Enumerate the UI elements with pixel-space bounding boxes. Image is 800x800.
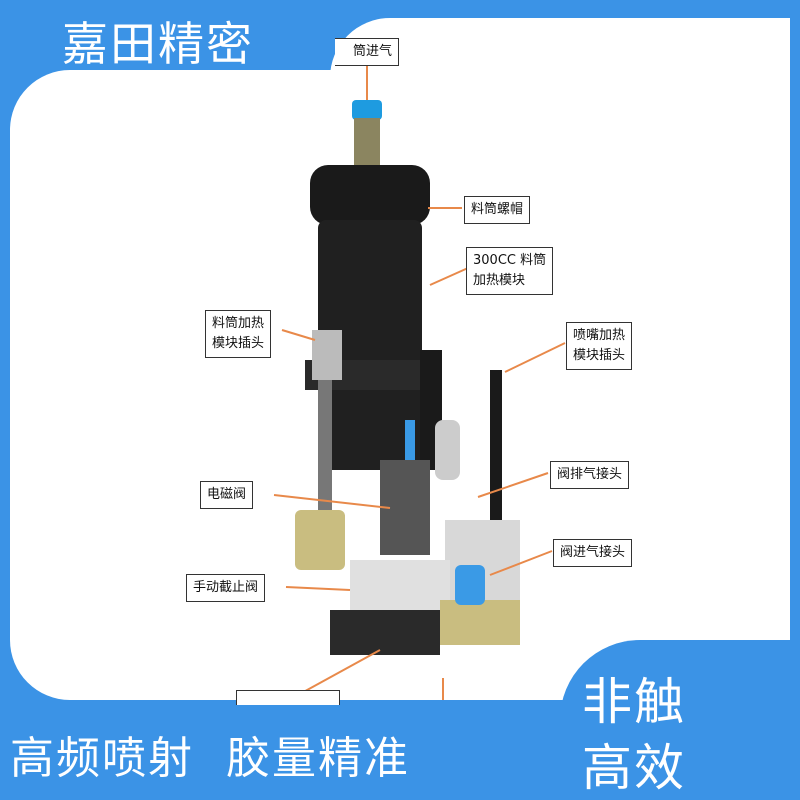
- air-fitting: [352, 100, 382, 120]
- label-cut-off: [236, 690, 340, 705]
- barrel: [318, 220, 422, 470]
- label-air-inlet: 筒进气: [335, 38, 400, 66]
- barrel-plug: [312, 330, 342, 380]
- brass-connector: [354, 118, 380, 168]
- heater-block: [295, 510, 345, 570]
- label-nozzle-plug: 喷嘴加热 模块插头: [566, 322, 633, 370]
- cable: [318, 380, 332, 510]
- slogan-left: 高频喷射 胶量精准: [10, 733, 410, 784]
- barrel-cap: [310, 165, 430, 225]
- label-cap: 料筒螺帽: [464, 196, 531, 224]
- label-manual-valve: 手动截止阀: [186, 574, 266, 602]
- label-barrel: 300CC 料筒 加热模块: [466, 247, 554, 295]
- bottom-band: [0, 700, 800, 800]
- label-valve-exhaust: 阀排气接头: [550, 461, 630, 489]
- label-solenoid: 电磁阀: [200, 481, 254, 509]
- arrows: [273, 65, 566, 700]
- label-barrel-plug: 料筒加热 模块插头: [205, 310, 272, 358]
- slogan-right-2: 高效: [582, 739, 686, 797]
- base: [330, 610, 440, 655]
- white-panel-top: [330, 18, 790, 138]
- label-valve-inlet: 阀进气接头: [553, 539, 633, 567]
- slogan-right-1: 非触: [582, 673, 686, 731]
- brand-title: 嘉田精密: [62, 17, 254, 71]
